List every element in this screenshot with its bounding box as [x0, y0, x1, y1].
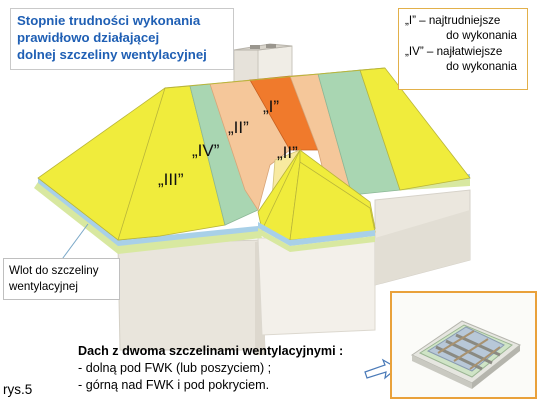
title-line-1: Stopnie trudności wykonania: [17, 13, 201, 28]
grade-label-ii-left: „II”: [228, 118, 249, 137]
inlet-pointer-line: [59, 223, 89, 263]
front-wall: [257, 237, 376, 336]
grade-label-i: „I”: [263, 97, 279, 116]
gable-eave-strip: [258, 228, 375, 252]
right-wall-shadow: [375, 210, 470, 285]
roof-ridge: [164, 67, 386, 89]
inlet-label-line-2: wentylacyjnej: [9, 280, 78, 293]
legend-box: „I” – najtrudniejsze do wykonania „IV” –…: [398, 8, 528, 90]
inlet-label-box: Wlot do szczeliny wentylacyjnej: [3, 258, 120, 300]
grade-label-iv: „IV”: [192, 141, 220, 160]
legend-line-2: do wykonania: [446, 28, 517, 42]
caption-item-2: - górną nad FWK i pod pokryciem.: [78, 378, 270, 392]
roof-layers-detail-illustration: [410, 320, 521, 389]
figure-label: rys.5: [3, 382, 33, 397]
legend-line-4: do wykonania: [446, 59, 517, 73]
grade-label-iii: „III”: [158, 170, 184, 189]
chimney-flue-1: [250, 45, 260, 49]
legend-line-1: „I” – najtrudniejsze: [405, 14, 501, 27]
title-line-3: dolnej szczeliny wentylacyjnej: [17, 47, 207, 62]
inlet-label-line-1: Wlot do szczeliny: [9, 264, 99, 277]
grade-label-ii-right: „II”: [277, 143, 298, 162]
gable-eave-blue: [258, 222, 375, 246]
chimney-flue-2: [266, 44, 276, 48]
title-box: Stopnie trudności wykonania prawidłowo d…: [10, 8, 234, 70]
caption-heading: Dach z dwoma szczelinami wentylacyjnymi …: [78, 344, 344, 358]
legend-line-3: „IV” – najłatwiejsze: [405, 45, 503, 58]
caption-item-1: - dolną pod FWK (lub poszyciem) ;: [78, 361, 272, 375]
left-wall: [117, 239, 266, 351]
title-line-2: prawidłowo działającej: [17, 30, 160, 45]
caption: Dach z dwoma szczelinami wentylacyjnymi …: [78, 343, 398, 394]
detail-photo-frame: [390, 291, 537, 399]
